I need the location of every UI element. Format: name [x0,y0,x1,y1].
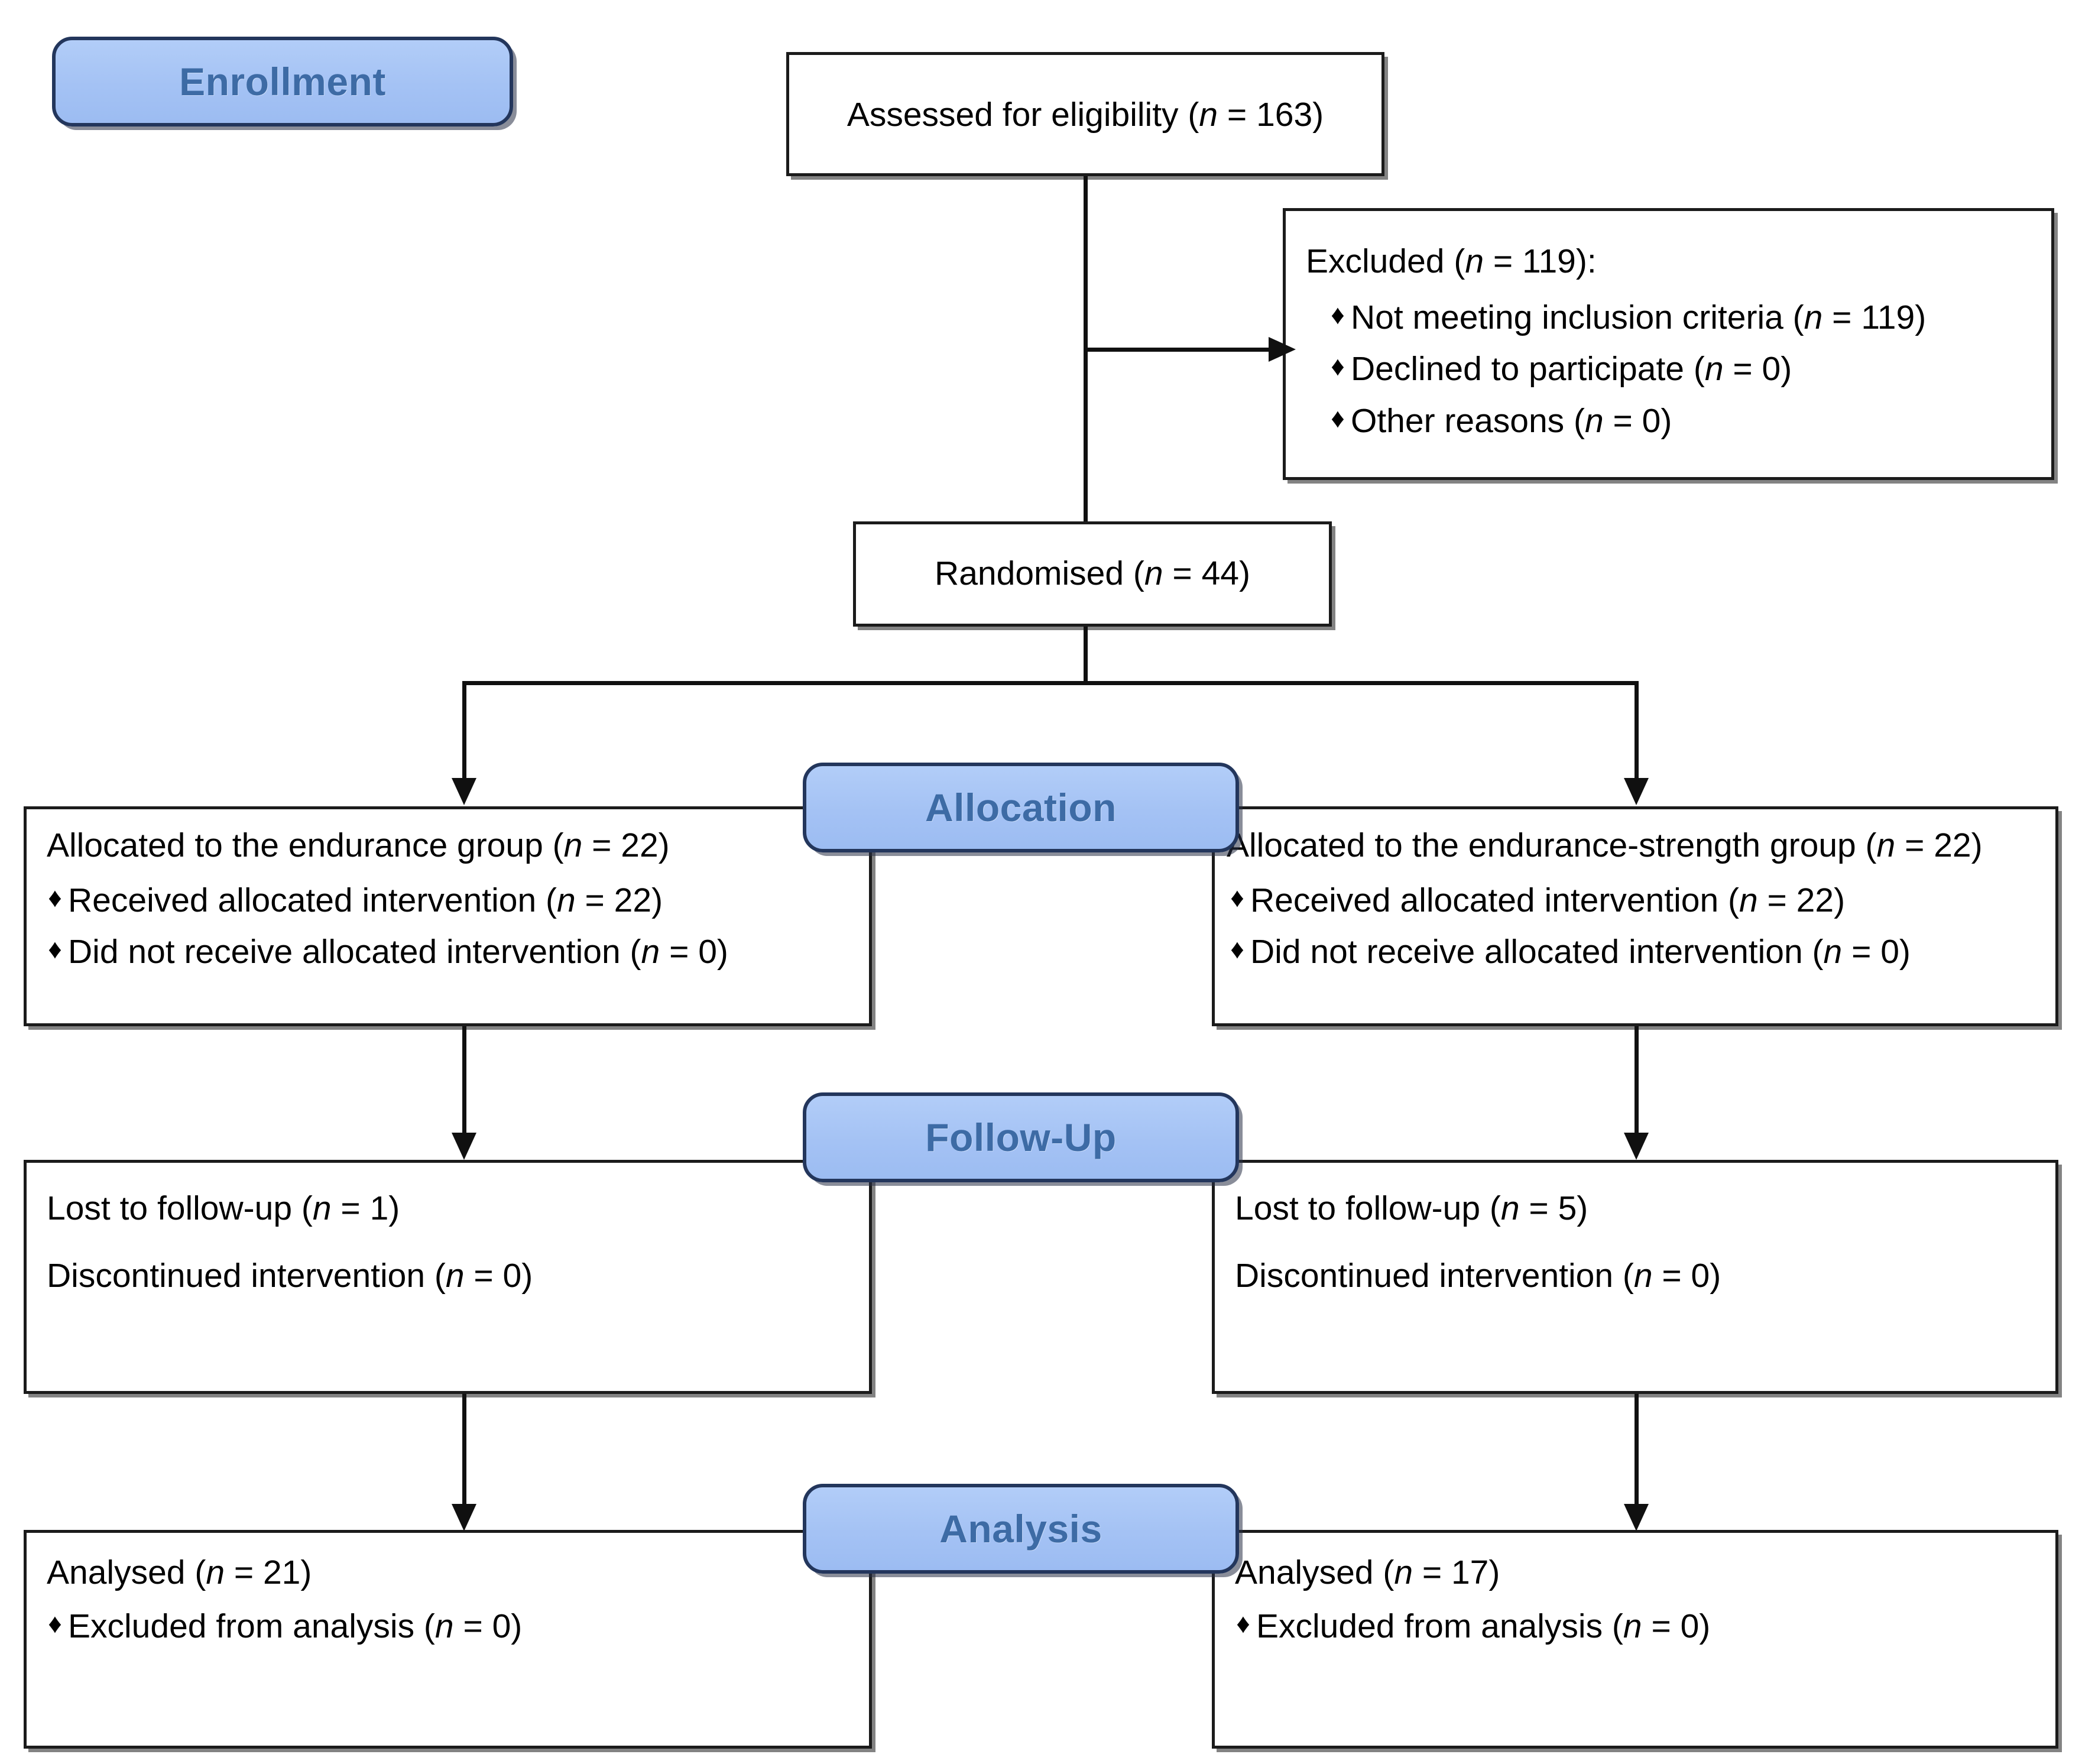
assessed-eq: = [1218,96,1257,134]
assessed-n-symbol: n [1199,96,1218,134]
arrowhead-right-followup [1624,1133,1649,1160]
list-item-text: Declined to participate (n = 0) [1351,350,1792,388]
diamond-bullet-icon: ♦ [1230,882,1244,913]
connector-right-allocation-to-followup [1635,1026,1639,1137]
list-item-text: Received allocated intervention (n = 22) [68,881,663,919]
analysis-right-list: ♦ Excluded from analysis (n = 0) [1230,1609,2046,1660]
followup-right-line-1: Lost to follow-up (n = 5) [1235,1189,1588,1227]
analysis-left-heading-label: Analysed ( [47,1554,206,1591]
stage-badge-followup: Follow-Up [803,1092,1239,1182]
followup-right-line-2: Discontinued intervention (n = 0) [1235,1257,1721,1295]
list-item-text: Excluded from analysis (n = 0) [68,1607,523,1645]
diamond-bullet-icon: ♦ [48,882,62,913]
connector-left-allocation-to-followup [462,1026,466,1137]
box-allocation-right: Allocated to the endurance-strength grou… [1212,806,2058,1026]
list-item-text: Did not receive allocated intervention (… [1250,933,1911,971]
list-item: ♦ Excluded from analysis (n = 0) [42,1609,860,1644]
randomised-text: Randomised (n = 44) [856,554,1329,593]
arrowhead-right-analysis [1624,1504,1649,1531]
excluded-heading-close: ): [1575,242,1597,280]
diamond-bullet-icon: ♦ [1331,299,1345,330]
diamond-bullet-icon: ♦ [48,933,62,965]
list-item: ♦ Received allocated intervention (n = 2… [42,883,860,918]
excluded-reason-list: ♦ Not meeting inclusion criteria (n = 11… [1325,300,2042,455]
arrowhead-to-excluded [1269,337,1296,362]
excluded-heading-label: Excluded ( [1306,242,1465,280]
stage-badge-allocation: Allocation [803,763,1239,852]
connector-randomised-to-right-allocation [1635,681,1639,783]
list-item: ♦ Not meeting inclusion criteria (n = 11… [1325,300,2042,335]
allocation-left-list: ♦ Received allocated intervention (n = 2… [42,883,860,986]
connector-randomised-to-left-allocation [462,681,466,783]
excluded-heading-n: n [1465,242,1484,280]
list-item: ♦ Did not receive allocated intervention… [1224,934,2046,969]
connector-right-followup-to-analysis [1635,1394,1639,1509]
randomised-close: ) [1238,555,1250,592]
box-followup-left: Lost to follow-up (n = 1) Discontinued i… [24,1160,872,1394]
stage-badge-followup-label: Follow-Up [925,1116,1117,1159]
diamond-bullet-icon: ♦ [1236,1608,1250,1639]
allocation-right-heading-label: Allocated to the endurance-strength grou… [1227,826,1877,864]
list-item: ♦ Excluded from analysis (n = 0) [1230,1609,2046,1644]
analysis-left-list: ♦ Excluded from analysis (n = 0) [42,1609,860,1660]
connector-trunk-to-excluded [1084,348,1270,352]
stage-badge-enrollment: Enrollment [52,37,513,127]
analysis-right-heading: Analysed (n = 17) [1235,1554,1500,1591]
randomised-n-symbol: n [1144,555,1163,592]
allocation-left-heading: Allocated to the endurance group (n = 22… [47,826,670,864]
excluded-heading: Excluded (n = 119): [1306,244,2037,279]
diamond-bullet-icon: ♦ [1331,402,1345,433]
box-randomised: Randomised (n = 44) [853,521,1332,627]
connector-randomised-split-bar [462,681,1639,685]
excluded-heading-eq: = [1484,242,1522,280]
box-assessed-for-eligibility: Assessed for eligibility (n = 163) [786,52,1384,176]
stage-badge-enrollment-label: Enrollment [179,60,386,103]
allocation-left-heading-label: Allocated to the endurance group ( [47,826,564,864]
connector-left-followup-to-analysis [462,1394,466,1509]
arrowhead-left-allocation [452,778,476,805]
assessed-label: Assessed for eligibility ( [847,96,1199,134]
randomised-label: Randomised ( [935,555,1144,592]
followup-left-line-2: Discontinued intervention (n = 0) [47,1257,533,1295]
list-item-text: Not meeting inclusion criteria (n = 119) [1351,299,1927,336]
connector-randomised-trunk [1084,627,1088,683]
diamond-bullet-icon: ♦ [1331,351,1345,382]
box-analysis-left: Analysed (n = 21) ♦ Excluded from analys… [24,1530,872,1749]
analysis-right-heading-label: Analysed ( [1235,1554,1395,1591]
stage-badge-allocation-label: Allocation [925,786,1117,829]
box-excluded: Excluded (n = 119): ♦ Not meeting inclus… [1283,208,2054,480]
arrowhead-right-allocation [1624,778,1649,805]
excluded-heading-value: 119 [1522,242,1576,280]
arrowhead-left-followup [452,1133,476,1160]
diamond-bullet-icon: ♦ [48,1608,62,1639]
allocation-right-list: ♦ Received allocated intervention (n = 2… [1224,883,2046,986]
diamond-bullet-icon: ♦ [1230,933,1244,965]
assessed-value: 163 [1256,96,1313,134]
list-item-text: Excluded from analysis (n = 0) [1256,1607,1711,1645]
followup-left-line-1: Lost to follow-up (n = 1) [47,1189,400,1227]
box-allocation-left: Allocated to the endurance group (n = 22… [24,806,872,1026]
arrowhead-left-analysis [452,1504,476,1531]
allocation-right-heading: Allocated to the endurance-strength grou… [1227,826,1983,864]
analysis-left-heading: Analysed (n = 21) [47,1554,312,1591]
box-followup-right: Lost to follow-up (n = 5) Discontinued i… [1212,1160,2058,1394]
list-item: ♦ Did not receive allocated intervention… [42,934,860,969]
randomised-value: 44 [1201,555,1239,592]
list-item-text: Received allocated intervention (n = 22) [1250,881,1846,919]
list-item: ♦ Other reasons (n = 0) [1325,403,2042,439]
list-item: ♦ Declined to participate (n = 0) [1325,351,2042,387]
box-analysis-right: Analysed (n = 17) ♦ Excluded from analys… [1212,1530,2058,1749]
stage-badge-analysis: Analysis [803,1484,1239,1574]
randomised-eq: = [1163,555,1202,592]
list-item-text: Did not receive allocated intervention (… [68,933,728,971]
assessed-text: Assessed for eligibility (n = 163) [789,95,1381,134]
stage-badge-analysis-label: Analysis [939,1507,1102,1551]
assessed-close: ) [1312,96,1324,134]
list-item-text: Other reasons (n = 0) [1351,401,1672,440]
list-item: ♦ Received allocated intervention (n = 2… [1224,883,2046,918]
